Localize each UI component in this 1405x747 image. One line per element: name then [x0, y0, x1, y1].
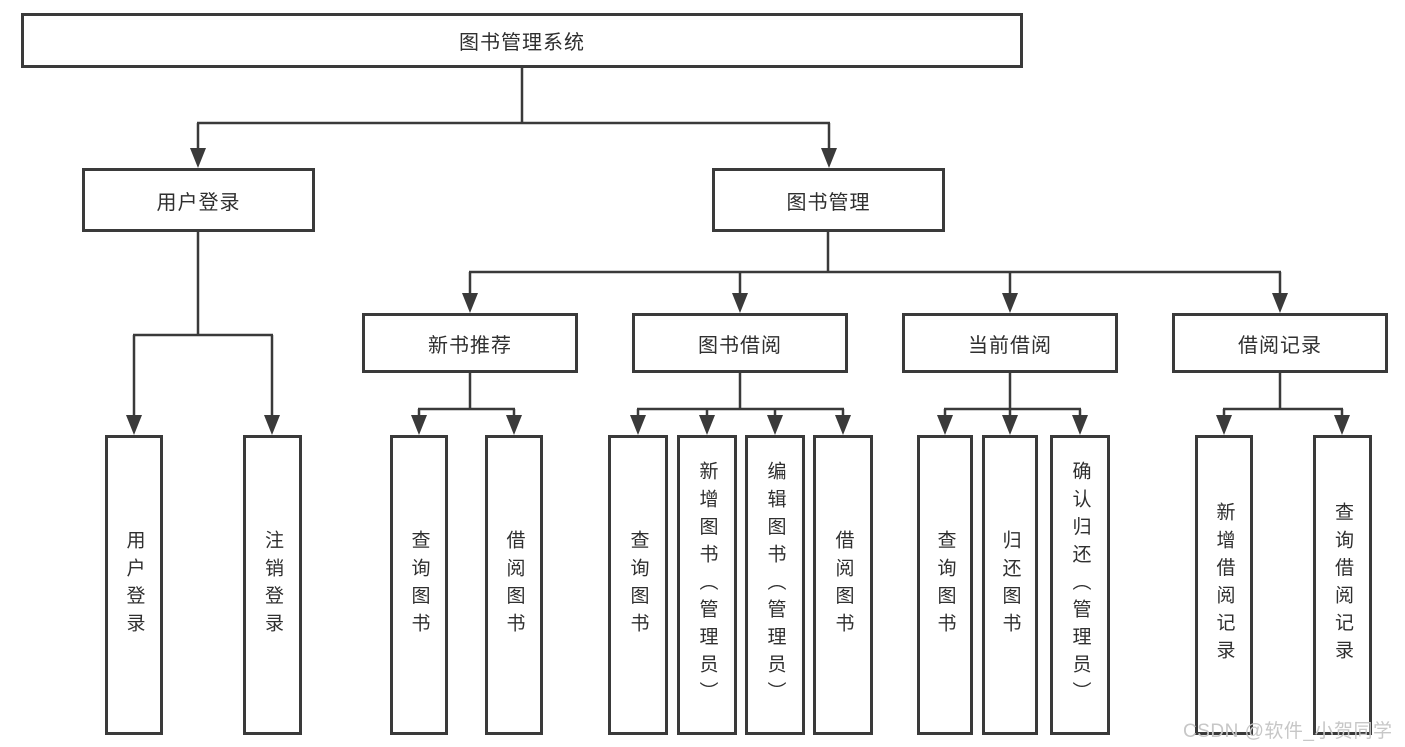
node-label: 注销登录: [262, 529, 283, 641]
node-book-management: 图书管理: [712, 168, 945, 232]
node-label: 图书借阅: [698, 334, 782, 357]
leaf-query-books-current: 查询图书: [917, 435, 973, 735]
csdn-watermark: CSDN @软件_小贺同学: [1183, 721, 1393, 742]
node-label: 查询图书: [627, 529, 649, 641]
leaf-borrow-books-recommend: 借阅图书: [485, 435, 543, 735]
leaf-add-borrow-record: 新增借阅记录: [1195, 435, 1253, 735]
node-current-borrowing: 当前借阅: [902, 313, 1118, 373]
leaf-user-login: 用户登录: [105, 435, 163, 735]
node-label: 查询图书: [408, 529, 430, 641]
node-borrowing-records: 借阅记录: [1172, 313, 1388, 373]
node-label: 新增借阅记录: [1213, 502, 1235, 668]
leaf-borrow-books-borrowing: 借阅图书: [813, 435, 873, 735]
leaf-logout-login: 注销登录: [243, 435, 302, 735]
leaf-return-books: 归还图书: [982, 435, 1038, 735]
leaf-query-books-recommend: 查询图书: [390, 435, 448, 735]
node-label: 新增图书（管理员）: [696, 461, 718, 709]
node-book-borrowing: 图书借阅: [632, 313, 848, 373]
node-label: 新书推荐: [428, 334, 512, 357]
leaf-add-books-admin: 新增图书（管理员）: [677, 435, 737, 735]
node-user-login: 用户登录: [82, 168, 315, 232]
leaf-edit-books-admin: 编辑图书（管理员）: [745, 435, 805, 735]
node-label: 当前借阅: [968, 334, 1052, 357]
node-label: 确认归还（管理员）: [1069, 461, 1091, 709]
node-label: 借阅图书: [503, 529, 525, 641]
node-label: 图书管理: [786, 191, 871, 214]
node-label: 查询借阅记录: [1332, 502, 1353, 668]
node-label: 借阅图书: [832, 529, 854, 641]
node-label: 用户登录: [156, 191, 241, 214]
leaf-query-books-borrowing: 查询图书: [608, 435, 668, 735]
node-label: 借阅记录: [1238, 334, 1322, 357]
node-label: 用户登录: [123, 529, 145, 641]
node-library-management-system: 图书管理系统: [21, 13, 1023, 68]
node-label: 编辑图书（管理员）: [764, 461, 786, 709]
node-new-book-recommend: 新书推荐: [362, 313, 578, 373]
node-label: 查询图书: [934, 529, 956, 641]
leaf-confirm-return-admin: 确认归还（管理员）: [1050, 435, 1110, 735]
node-label: 归还图书: [999, 529, 1021, 641]
node-label: 图书管理系统: [459, 32, 585, 54]
leaf-query-borrow-record: 查询借阅记录: [1313, 435, 1372, 735]
